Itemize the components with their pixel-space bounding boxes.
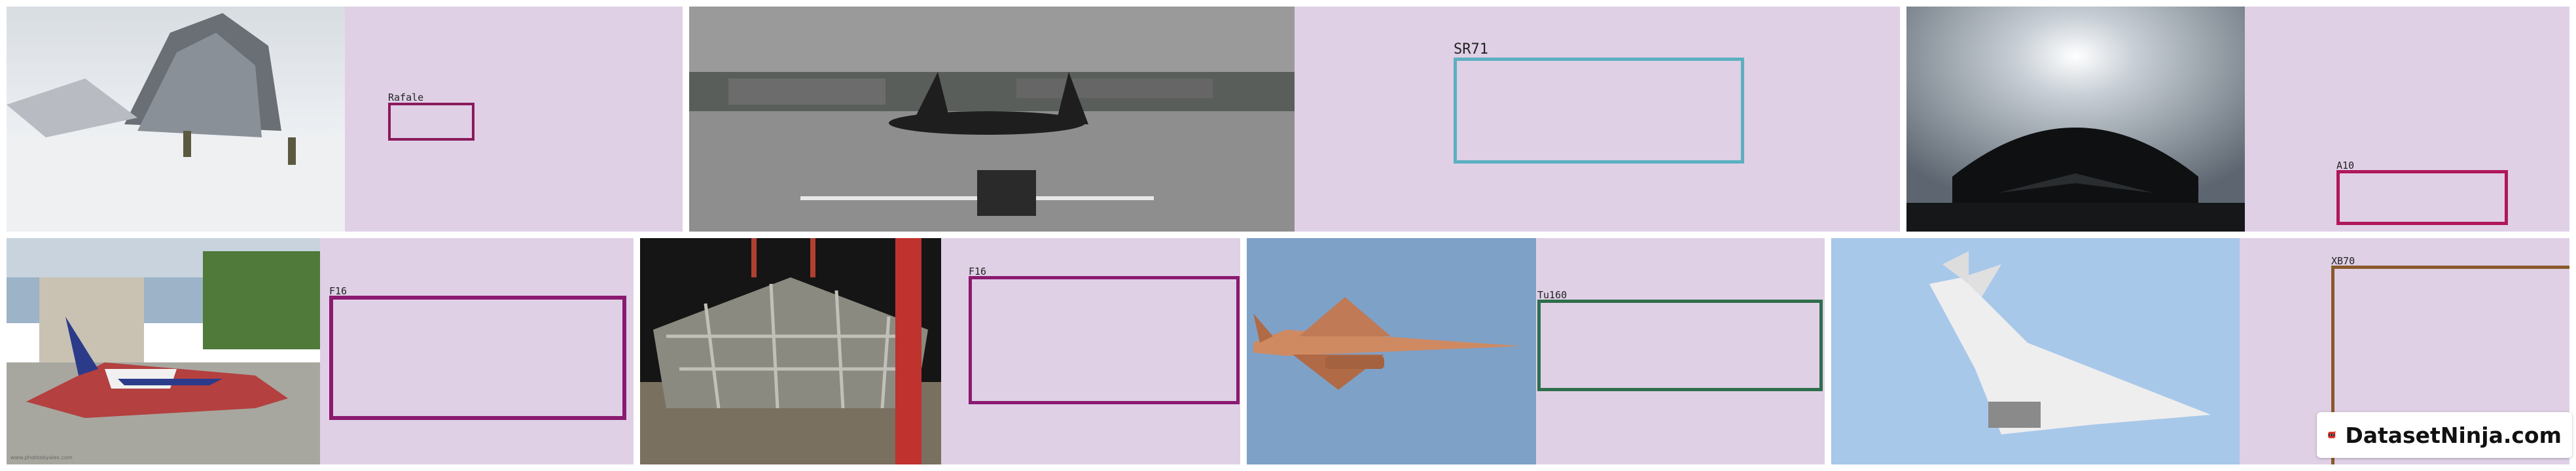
- ninja-mascot-icon: [2328, 431, 2336, 438]
- aircraft-photo-f16-frame: [640, 238, 941, 464]
- bounding-box-f16[interactable]: [329, 296, 626, 420]
- bounding-box-label: SR71: [1454, 41, 1488, 58]
- gallery-tile-tu160[interactable]: Tu160: [1247, 238, 1825, 464]
- brand-name: DatasetNinja.com: [2345, 422, 2562, 448]
- bounding-box-a10[interactable]: [2336, 170, 2508, 225]
- annotation-panel: Rafale: [345, 7, 683, 232]
- aircraft-photo-sr71: [689, 7, 1295, 232]
- gallery-tile-rafale[interactable]: Rafale: [7, 7, 683, 232]
- bounding-box-label: F16: [969, 266, 987, 277]
- bounding-box-rafale[interactable]: [388, 103, 474, 141]
- gallery-tile-sr71[interactable]: SR71: [689, 7, 1900, 232]
- aircraft-photo-tu160: [1247, 238, 1536, 464]
- gallery-tile-f16-frame[interactable]: F16: [640, 238, 1240, 464]
- annotation-panel: Tu160: [1536, 238, 1825, 464]
- bounding-box-f16[interactable]: [969, 276, 1240, 404]
- bounding-box-label: XB70: [2331, 255, 2355, 267]
- bounding-box-sr71[interactable]: [1454, 58, 1744, 164]
- bounding-box-label: Rafale: [388, 92, 424, 103]
- aircraft-photo-rafale: [7, 7, 345, 232]
- gallery-tile-f16-flag[interactable]: www.photosbyalex.com F16: [7, 238, 634, 464]
- dataset-ninja-badge[interactable]: DatasetNinja.com: [2317, 412, 2572, 458]
- gallery-tile-a10[interactable]: A10: [1906, 7, 2569, 232]
- bounding-box-label: F16: [329, 285, 348, 297]
- bounding-box-label: A10: [2336, 160, 2355, 171]
- annotation-panel: F16: [320, 238, 634, 464]
- aircraft-photo-a10: [1906, 7, 2245, 232]
- bounding-box-label: Tu160: [1537, 289, 1567, 301]
- aircraft-photo-xb70: [1831, 238, 2240, 464]
- bounding-box-tu160[interactable]: [1537, 300, 1823, 391]
- gallery-tile-xb70[interactable]: XB70: [1831, 238, 2569, 464]
- aircraft-photo-f16-flag: www.photosbyalex.com: [7, 238, 320, 464]
- annotation-panel: SR71: [1295, 7, 1900, 232]
- bounding-box-xb70[interactable]: [2331, 266, 2569, 464]
- annotation-panel: F16: [941, 238, 1240, 464]
- annotation-panel: A10: [2245, 7, 2569, 232]
- photo-watermark: www.photosbyalex.com: [10, 455, 73, 461]
